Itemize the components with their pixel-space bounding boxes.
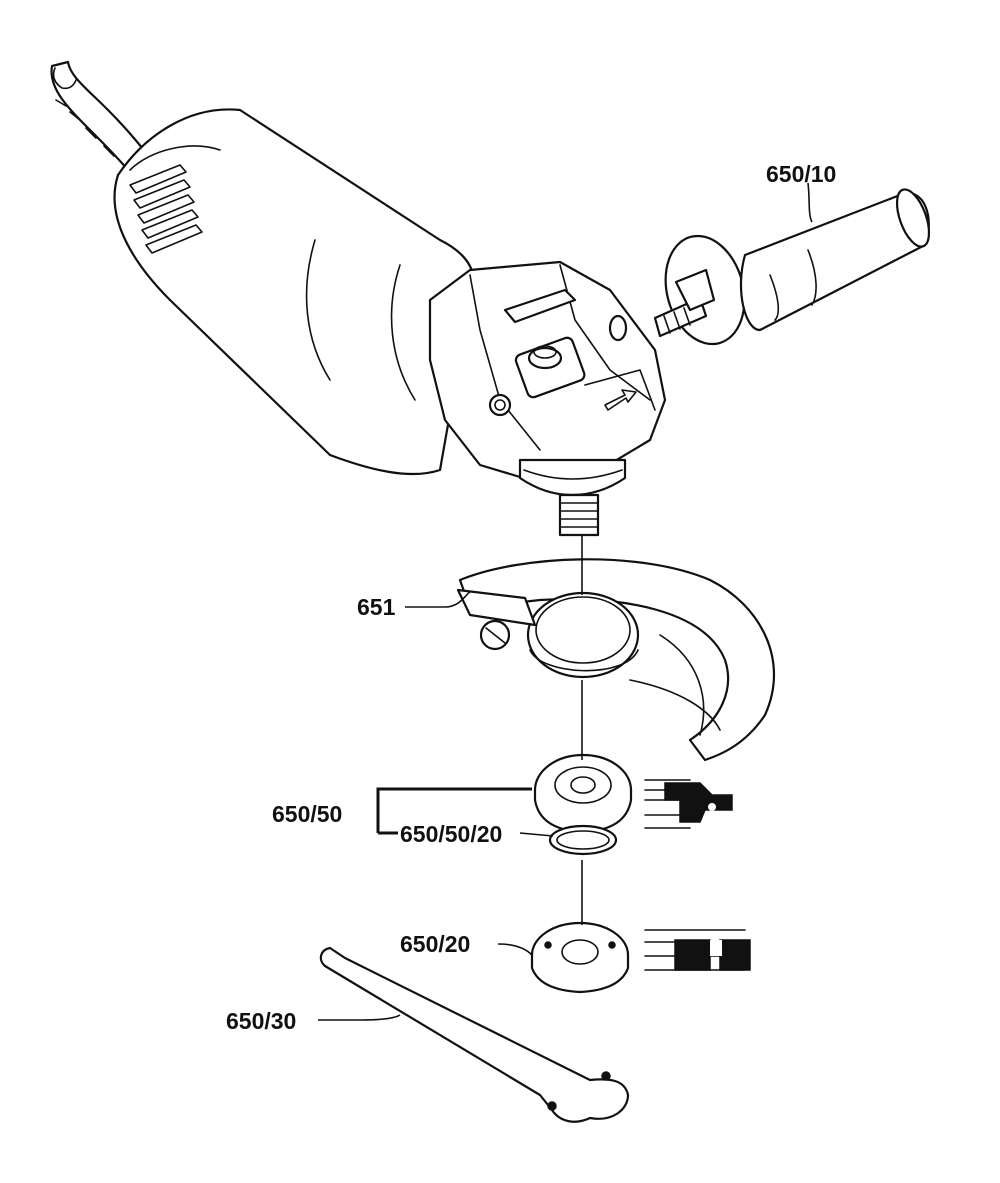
leader-guard <box>405 591 471 608</box>
vent-slots <box>129 164 203 254</box>
label-side-handle: 650/10 <box>766 161 836 187</box>
bracket-flange <box>376 787 532 833</box>
label-flange: 650/50 <box>272 801 342 827</box>
angle-grinder-body <box>50 60 667 537</box>
spindle-shaft <box>558 493 600 537</box>
nut-cross-section <box>644 929 751 971</box>
motor-housing <box>113 108 475 476</box>
mounting-flange <box>533 753 633 834</box>
leader-wrench <box>318 1014 401 1021</box>
leader-nut <box>497 943 533 956</box>
leader-side-handle <box>807 182 813 223</box>
spanner-wrench <box>319 946 630 1123</box>
spindle-collar <box>518 458 627 497</box>
guard-shell <box>458 558 775 762</box>
locking-nut <box>530 921 630 994</box>
label-locking-nut: 650/20 <box>400 931 470 957</box>
wheel-guard <box>456 558 775 762</box>
label-o-ring: 650/50/20 <box>400 821 502 847</box>
flange-cross-section <box>644 779 733 829</box>
label-guard: 651 <box>357 594 396 620</box>
label-spanner-wrench: 650/30 <box>226 1008 296 1034</box>
leader-o-ring <box>519 832 554 837</box>
side-handle <box>653 188 931 346</box>
